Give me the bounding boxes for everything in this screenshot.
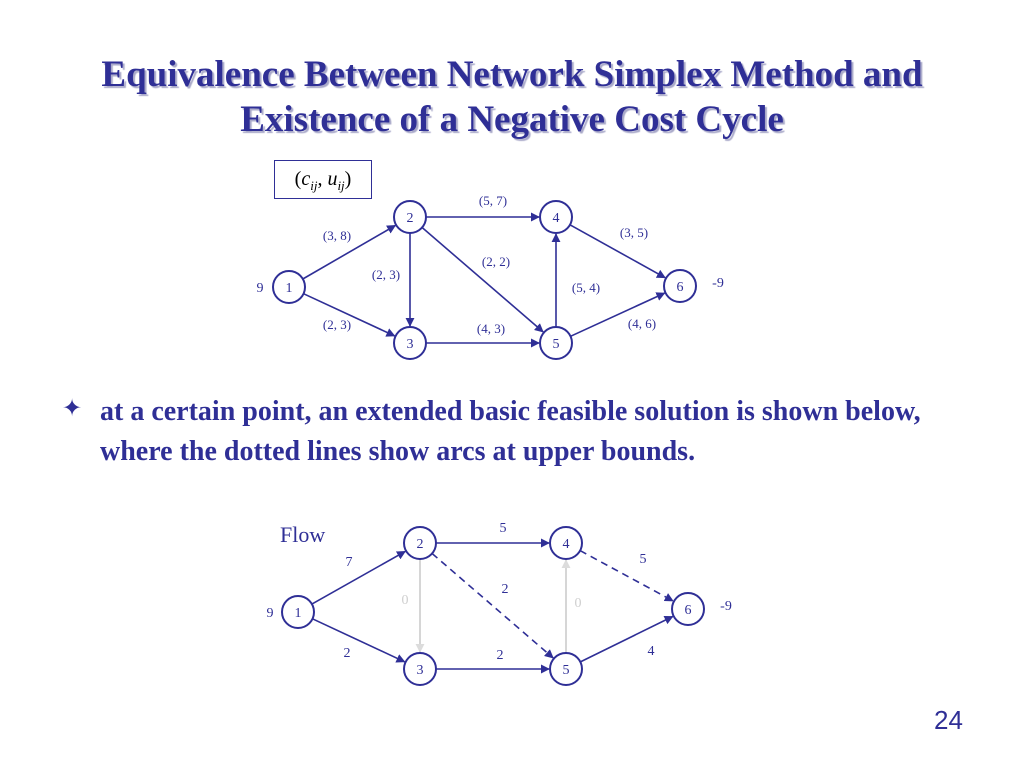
top-arc-label-1-2: (3, 8) bbox=[323, 228, 351, 243]
bottom-node-label-2: 2 bbox=[417, 537, 424, 552]
bottom-node-3 bbox=[403, 652, 437, 686]
top-node-label-2: 2 bbox=[407, 211, 414, 226]
top-arc-4-6 bbox=[569, 224, 666, 279]
top-node-supply-6: -9 bbox=[712, 276, 724, 291]
bullet-text: at a certain point, an extended basic fe… bbox=[100, 396, 921, 467]
top-node-supply-1: 9 bbox=[257, 281, 264, 296]
legend-u-subscript: ij bbox=[337, 178, 345, 193]
top-arc-label-1-3: (2, 3) bbox=[323, 317, 351, 332]
bottom-node-supply-6: -9 bbox=[720, 599, 732, 614]
bottom-node-supply-1: 9 bbox=[267, 606, 274, 621]
bottom-node-1 bbox=[281, 595, 315, 629]
bottom-arc-1-2 bbox=[311, 550, 406, 605]
bottom-arc-label-1-3: 2 bbox=[344, 646, 351, 661]
top-node-4 bbox=[539, 200, 573, 234]
top-network-graph: (3, 8) (2, 3) (2, 3) (5, 7) (2, 2) (4, 3) (5, … bbox=[257, 193, 724, 360]
bottom-node-label-4: 4 bbox=[563, 537, 570, 552]
legend-u: u bbox=[327, 168, 338, 190]
slide-title-line-2: Existence of a Negative Cost Cycle bbox=[240, 99, 784, 140]
flow-label: Flow bbox=[280, 522, 326, 547]
top-arc-1-2 bbox=[302, 224, 397, 280]
bottom-node-5 bbox=[549, 652, 583, 686]
bottom-arc-label-5-4: 0 bbox=[575, 596, 582, 611]
top-arc-label-2-4: (5, 7) bbox=[479, 193, 507, 208]
bottom-node-6 bbox=[671, 592, 705, 626]
top-node-label-4: 4 bbox=[553, 211, 560, 226]
top-node-label-3: 3 bbox=[407, 337, 414, 352]
bottom-node-label-5: 5 bbox=[563, 663, 570, 678]
top-arc-5-6 bbox=[570, 292, 666, 338]
top-node-label-1: 1 bbox=[286, 281, 293, 296]
top-arc-label-5-4: (5, 4) bbox=[572, 280, 600, 295]
top-node-5 bbox=[539, 326, 573, 360]
bottom-flow-graph: 7 2 0 5 2 2 0 5 4 1 9 2 3 4 5 6 -9 bbox=[267, 521, 732, 686]
top-arc-label-3-5: (4, 3) bbox=[477, 321, 505, 336]
legend-c-subscript: ij bbox=[310, 178, 318, 193]
top-arc-2-5 bbox=[421, 226, 544, 333]
bottom-arc-4-6 bbox=[579, 549, 674, 602]
top-arc-label-2-5: (2, 2) bbox=[482, 254, 510, 269]
top-node-label-5: 5 bbox=[553, 337, 560, 352]
bottom-arc-5-6 bbox=[580, 615, 674, 663]
top-arc-label-2-3: (2, 3) bbox=[372, 267, 400, 282]
top-arc-label-4-6: (3, 5) bbox=[620, 225, 648, 240]
bottom-node-label-6: 6 bbox=[685, 603, 692, 618]
bottom-node-4 bbox=[549, 526, 583, 560]
arc-label-legend: (cij, uij) bbox=[274, 160, 372, 199]
bottom-arc-2-5 bbox=[431, 552, 554, 659]
top-node-2 bbox=[393, 200, 427, 234]
top-node-label-6: 6 bbox=[677, 280, 684, 295]
bottom-arc-label-1-2: 7 bbox=[346, 555, 353, 570]
bottom-arc-label-2-4: 5 bbox=[500, 521, 507, 536]
top-node-1 bbox=[272, 270, 306, 304]
four-point-star-icon: ✦ bbox=[62, 396, 83, 422]
top-node-3 bbox=[393, 326, 427, 360]
bottom-node-2 bbox=[403, 526, 437, 560]
top-arc-1-3 bbox=[303, 292, 396, 337]
bottom-arc-label-2-3: 0 bbox=[402, 593, 409, 608]
top-node-6 bbox=[663, 269, 697, 303]
bottom-arc-label-4-6: 5 bbox=[640, 552, 647, 567]
page-number: 24 bbox=[934, 705, 963, 735]
legend-c: c bbox=[301, 168, 311, 190]
bottom-node-label-1: 1 bbox=[295, 606, 302, 621]
top-arc-label-5-6: (4, 6) bbox=[628, 316, 656, 331]
bottom-arc-label-2-5: 2 bbox=[502, 582, 509, 597]
slide-title: Equivalence Between Network Simplex Meth… bbox=[0, 52, 1024, 142]
bottom-arc-label-3-5: 2 bbox=[497, 648, 504, 663]
bottom-arc-label-5-6: 4 bbox=[648, 644, 655, 659]
slide-title-line-1: Equivalence Between Network Simplex Meth… bbox=[101, 54, 923, 95]
bottom-arc-1-3 bbox=[312, 618, 406, 663]
bottom-node-label-3: 3 bbox=[417, 663, 424, 678]
